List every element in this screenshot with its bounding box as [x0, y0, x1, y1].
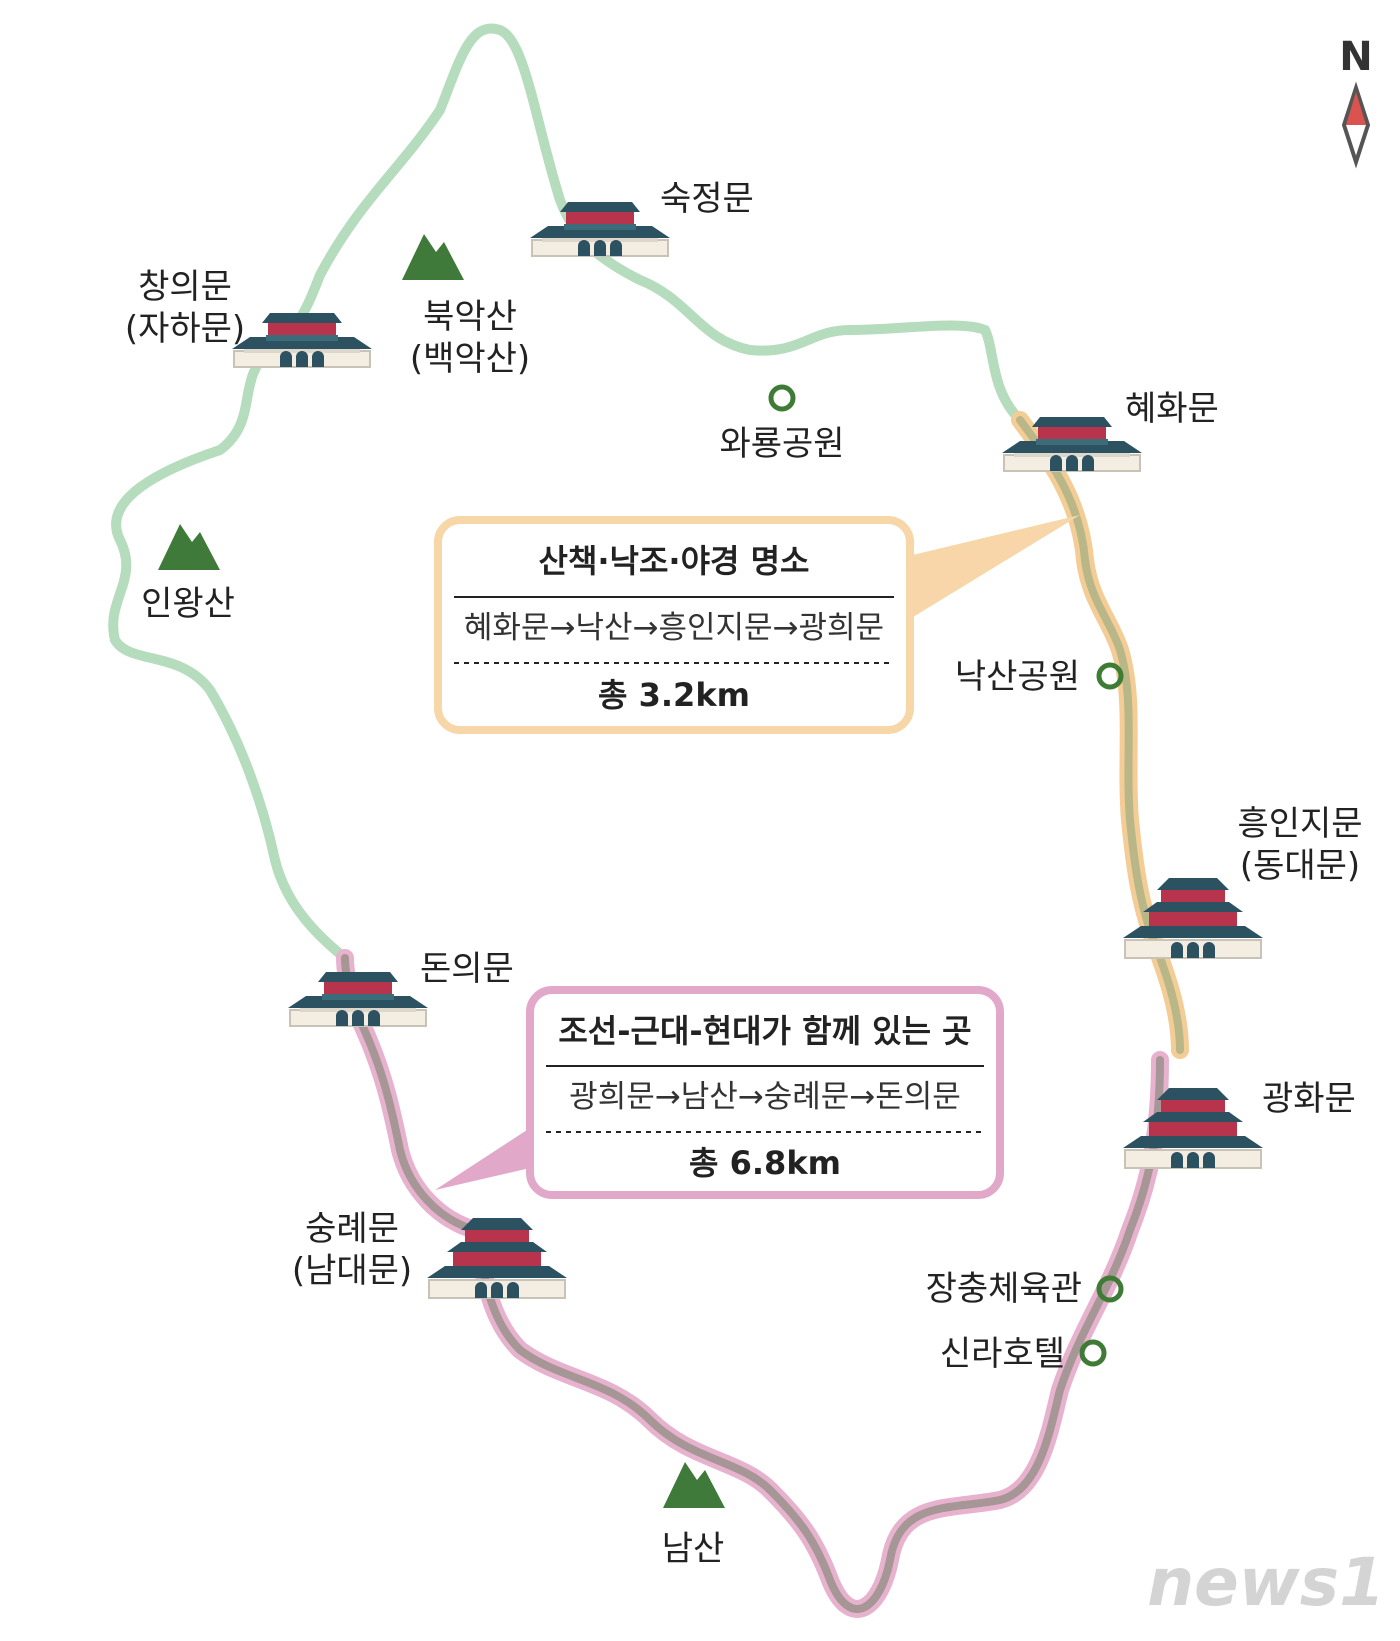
route-box-route: 광희문→남산→숭례문→돈의문 [569, 1079, 961, 1115]
gate-heunginjimun: 흥인지문 (동대문) [1122, 804, 1363, 959]
mountain-label: 북악산 [423, 297, 517, 337]
gate-sukjeongmun: 숙정문 [529, 179, 754, 257]
landmark-circle-icon [1096, 1275, 1124, 1303]
gate-sungnyemun: 숭례문 (남대문) [292, 1209, 568, 1299]
route-box-total: 총 6.8km [689, 1144, 841, 1182]
route-box-title: 산책·낙조·야경 명소 [539, 542, 810, 580]
compass-north-label: N [1339, 34, 1372, 80]
landmark-circle-icon [1096, 662, 1124, 690]
compass: N [1339, 34, 1373, 169]
north-arrow-icon [1341, 81, 1371, 169]
mountain-label: 인왕산 [141, 584, 235, 624]
route-box-title: 조선-근대-현대가 함께 있는 곳 [558, 1012, 971, 1050]
landmark-waryong-park: 와룡공원 [719, 384, 845, 464]
gate-label: 돈의문 [420, 949, 514, 989]
mountain-namsan: 남산 [662, 1462, 725, 1569]
gate-sublabel: (동대문) [1240, 846, 1360, 886]
landmark-circle-icon [1079, 1339, 1107, 1367]
gate-label: 광화문 [1262, 1079, 1356, 1119]
landmark-label: 낙산공원 [955, 657, 1080, 697]
landmark-label: 신라호텔 [940, 1334, 1065, 1374]
gate-gwanghuimun: 광화문 [1122, 1079, 1356, 1169]
gate-label: 숙정문 [660, 179, 754, 219]
route-box-history: 조선-근대-현대가 함께 있는 곳 광희문→남산→숭례문→돈의문 총 6.8km [435, 986, 1004, 1199]
landmark-jangchung-gym: 장충체육관 [926, 1269, 1124, 1309]
route-box-route: 혜화문→낙산→흥인지문→광희문 [464, 610, 884, 646]
gate-label: 창의문 [138, 267, 232, 307]
landmark-circle-icon [768, 384, 796, 412]
mountain-sublabel: (백악산) [410, 339, 530, 379]
mountain-icon [158, 524, 220, 570]
mountain-inwangsan: 인왕산 [141, 524, 235, 624]
gate-label: 혜화문 [1125, 389, 1219, 429]
gate-changuimun: 창의문 (자하문) [125, 267, 373, 368]
north-route-path [108, 23, 1025, 963]
route-box-night-view: 산책·낙조·야경 명소 혜화문→낙산→흥인지문→광희문 총 3.2km [434, 515, 1080, 734]
news1-watermark-logo: news1 [1147, 1544, 1385, 1621]
mountain-bugaksan: 북악산 (백악산) [402, 234, 530, 379]
mountain-label: 남산 [662, 1529, 725, 1569]
landmark-shilla-hotel: 신라호텔 [940, 1334, 1107, 1374]
mountain-icon [402, 234, 464, 280]
landmark-label: 와룡공원 [719, 424, 844, 464]
route-box-total: 총 3.2km [598, 676, 750, 714]
gate-hyehwamun: 혜화문 [1001, 389, 1219, 472]
gate-label: 흥인지문 [1237, 804, 1362, 844]
landmark-label: 장충체육관 [926, 1269, 1082, 1309]
gate-sublabel: (남대문) [292, 1251, 412, 1291]
gate-label: 숭례문 [305, 1209, 399, 1249]
gate-donuimun: 돈의문 [287, 949, 514, 1027]
gate-sublabel: (자하문) [125, 309, 245, 349]
landmark-naksan-park: 낙산공원 [955, 657, 1124, 697]
